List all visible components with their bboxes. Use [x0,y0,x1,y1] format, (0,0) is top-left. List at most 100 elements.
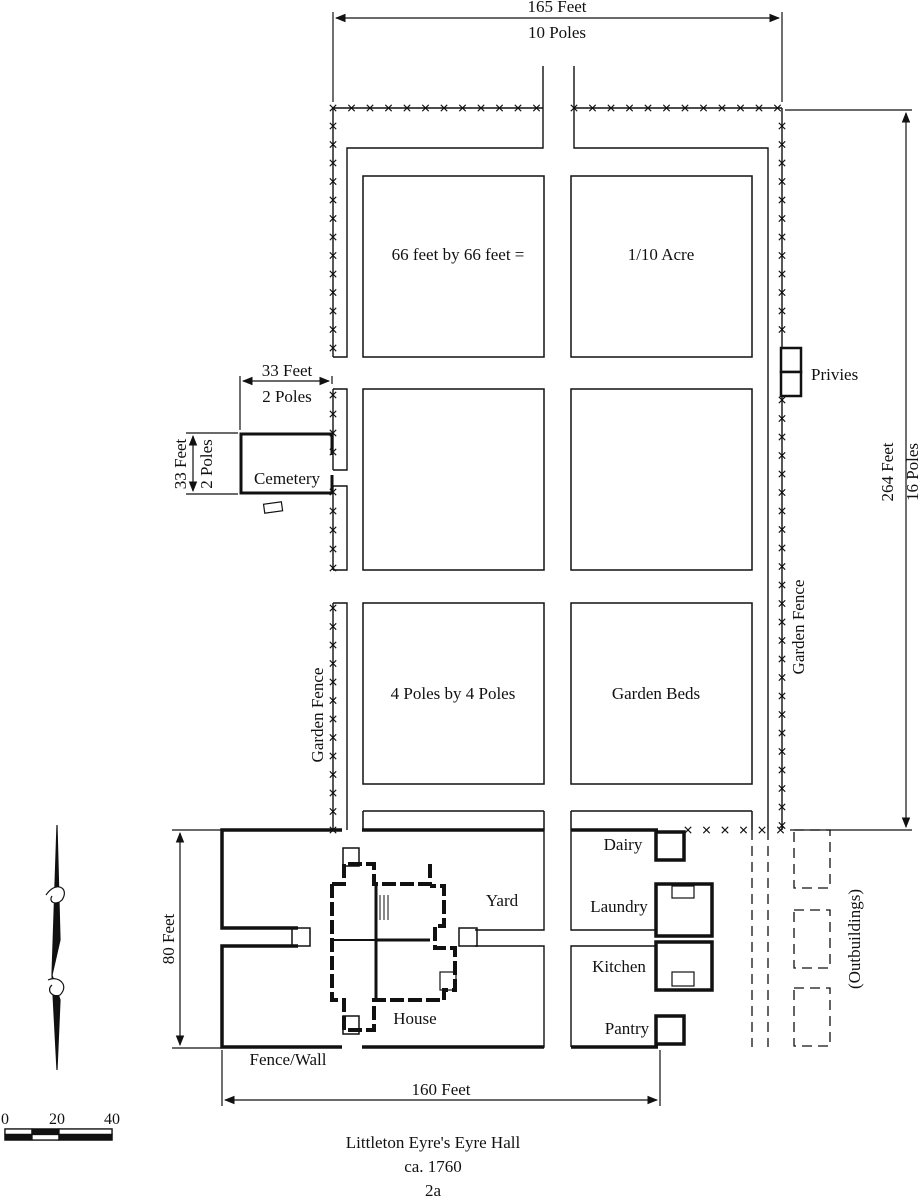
fence-x-mark [778,396,786,404]
fence-x-mark [329,696,337,705]
fence-x-mark [329,122,337,130]
garden-bed [362,388,545,571]
fence-x-mark [329,752,337,760]
fence-x-mark [403,104,411,112]
fence-x-mark [329,622,337,631]
privies-building [779,346,803,398]
fence-x-mark [329,678,337,686]
fence-x-mark [662,104,671,112]
fence-x-mark [588,104,597,112]
garden-paths [332,66,783,830]
house-building [291,847,478,1035]
fence-x-mark [739,826,748,834]
fence-x-mark [778,196,786,204]
fence-x-mark [773,104,782,112]
scale-tick-label: 40 [104,1111,120,1128]
cemetery-label: Cemetery [254,469,321,488]
side-dimension-poles: 16 Poles [903,443,920,501]
fence-x-mark [329,288,337,297]
fence-x-mark [329,733,337,742]
fence-x-mark [778,270,786,278]
fence-x-mark [329,325,337,334]
fence-x-mark [778,599,786,608]
fence-x-mark [421,104,430,112]
cemetery-width-poles: 2 Poles [262,387,312,406]
fence-x-mark [347,104,356,112]
fence-x-mark [736,104,745,112]
fence-x-mark [329,196,337,204]
fence-x-mark [440,104,448,112]
laundry-building [654,882,714,938]
north-arrow-icon [45,824,65,1071]
fence-x-mark [329,344,337,352]
scale-tick-label: 0 [1,1111,9,1128]
fence-x-mark [778,433,786,441]
fence-x-mark [329,159,337,167]
fence-x-mark [329,104,337,112]
outbuildings-row [654,830,714,1046]
cemetery-height-feet: 33 Feet [171,438,190,489]
garden-bed [362,175,545,358]
fence-x-mark [681,104,689,112]
fence-x-mark [778,307,786,315]
fence-x-mark [458,104,467,112]
fence-x-mark [778,233,786,241]
top-dimension-poles: 10 Poles [528,23,586,42]
fence-x-mark [329,214,337,223]
fence-wall-label: Fence/Wall [250,1050,327,1069]
fence-x-mark [329,604,337,612]
fence-marks [329,104,786,834]
house-label: House [393,1009,436,1028]
fence-x-mark [755,104,763,112]
fence-x-mark [384,104,393,112]
fence-x-mark [702,826,711,834]
fence-x-mark [758,826,766,834]
fence-x-mark [778,784,786,793]
garden-bed [570,175,753,358]
fence-x-mark [778,655,786,663]
fence-x-mark [721,826,729,834]
laundry-label: Laundry [590,897,648,916]
bed-poles-label: 4 Poles by 4 Poles [391,684,516,703]
kitchen-label: Kitchen [592,957,646,976]
fence-x-mark [329,270,337,278]
fence-x-mark [778,214,786,223]
privies-label: Privies [811,365,858,384]
fence-x-mark [778,710,786,719]
fence-x-mark [329,233,337,241]
fence-x-mark [329,564,337,572]
cemetery-enclosure [239,432,334,514]
fence-x-mark [778,525,786,534]
fence-x-mark [778,766,786,774]
fence-x-mark [329,251,337,260]
fence-x-mark [778,618,786,626]
fence-x-mark [778,581,786,589]
fence-x-mark [329,715,337,723]
caption-date: ca. 1760 [404,1157,462,1176]
fence-x-mark [778,636,786,645]
house-height-dimension: 80 Feet [159,913,178,964]
fence-x-mark [329,545,337,553]
house-yard-walls [220,828,658,1049]
outbuildings-dashed [751,829,831,1047]
fence-x-mark [778,562,786,571]
fence-x-mark [684,826,692,834]
caption-title: Littleton Eyre's Eyre Hall [346,1133,521,1152]
top-dimension-feet: 165 Feet [527,0,586,16]
fence-x-mark [366,104,374,112]
kitchen-building [654,940,714,992]
fence-x-mark [607,104,615,112]
dimension-lines [172,12,912,1106]
cemetery-height-poles: 2 Poles [197,439,216,489]
fence-x-mark [778,288,786,297]
fence-x-mark [329,307,337,315]
fence-x-mark [329,507,337,515]
fence-x-mark [778,159,786,167]
dairy-label: Dairy [604,835,643,854]
fence-x-mark [329,641,337,649]
caption-number: 2a [425,1181,442,1199]
bed-area-label: 1/10 Acre [628,245,695,264]
bed-size-label: 66 feet by 66 feet = [392,245,525,264]
fence-x-mark [778,325,786,334]
fence-x-mark [329,789,337,797]
